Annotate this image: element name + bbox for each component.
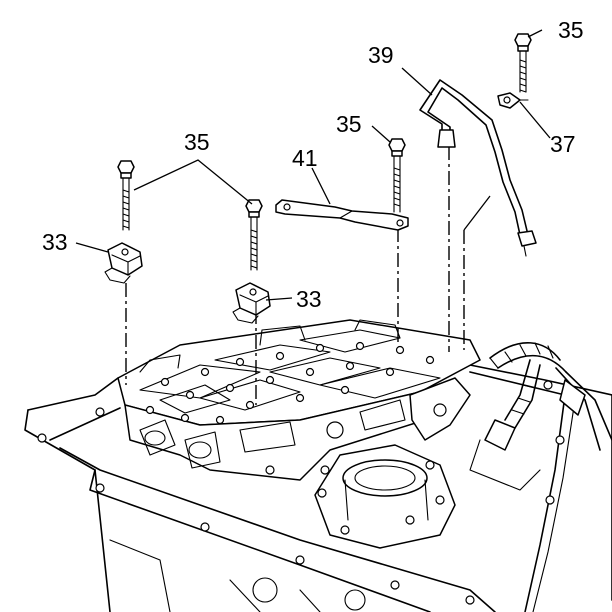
leader-lines <box>75 29 551 301</box>
transmission-case <box>24 364 612 612</box>
callout-33-left: 33 <box>42 229 68 255</box>
accumulator-housing <box>314 444 456 549</box>
wiring-harness <box>469 342 612 491</box>
bolt-top-right <box>514 33 532 93</box>
callout-35-left: 35 <box>184 129 210 155</box>
callout-35-mid: 35 <box>336 111 362 137</box>
bolt-left <box>117 160 135 231</box>
clip-left <box>104 242 143 284</box>
callout-35-top-right: 35 <box>558 17 584 43</box>
bracket <box>275 199 409 231</box>
valve-body <box>117 319 481 481</box>
callout-39: 39 <box>368 42 394 68</box>
callout-33-mid: 33 <box>296 286 322 312</box>
clip-37 <box>497 92 529 109</box>
callouts: 35 39 35 37 41 35 33 33 <box>42 17 584 312</box>
alignment-lines <box>125 146 465 405</box>
tube <box>419 79 537 257</box>
callout-41: 41 <box>292 145 318 171</box>
bolt-middle-left <box>245 199 263 271</box>
clip-middle <box>232 282 271 324</box>
callout-37: 37 <box>550 131 576 157</box>
bolt-center <box>388 138 406 213</box>
